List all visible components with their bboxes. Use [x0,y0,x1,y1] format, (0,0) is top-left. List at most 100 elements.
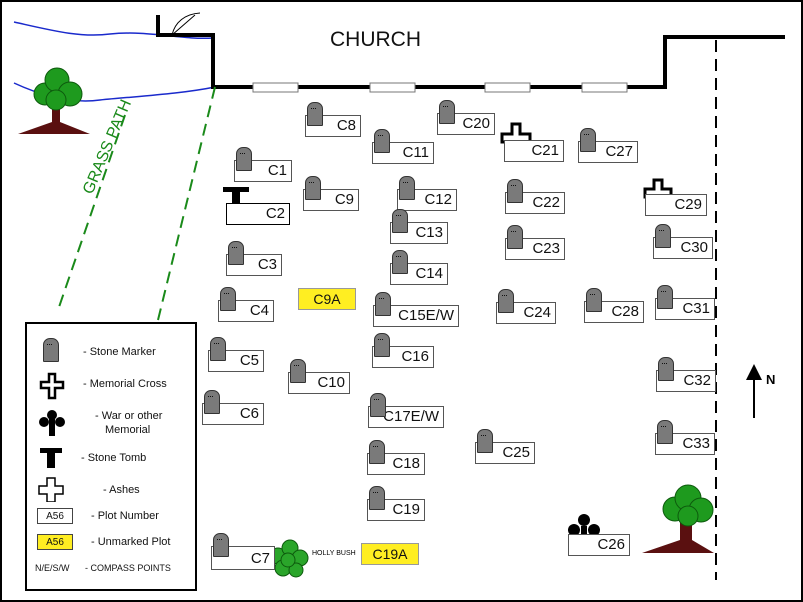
plot-label-c32: C32 [683,372,711,389]
legend-row-stone-tomb: - Stone Tomb [27,446,195,470]
stone-marker-icon [220,287,236,311]
legend-plot-number-text: - Plot Number [91,510,159,522]
tree-foliage-nw [33,67,83,111]
stone-marker-icon [657,420,673,444]
plot-label-c30: C30 [680,239,708,256]
plot-c17ew[interactable]: C17E/W [368,406,444,428]
stone-marker-icon [290,359,306,383]
legend-war-memorial-text-2: Memorial [105,424,151,436]
tree-trunk-se [642,520,714,553]
stone-marker-icon [213,533,229,557]
plot-c15ew[interactable]: C15E/W [373,305,459,327]
legend-war-memorial-text-1: - War or other [95,410,163,422]
plot-label-c23: C23 [532,240,560,257]
legend-row-unmarked-plot: A56 - Unmarked Plot [27,534,195,552]
church-label: CHURCH [330,28,421,51]
plot-c4[interactable]: C4 [218,300,274,322]
tree-trunk-nw [18,100,90,134]
plot-label-c16: C16 [401,348,429,365]
stone-marker-icon [399,176,415,200]
legend-stone-tomb-text: - Stone Tomb [81,452,147,464]
window-1 [252,82,299,93]
war-memorial-c26 [568,514,600,548]
legend-compass-text: - COMPASS POINTS [85,563,171,573]
legend: - Stone Marker - Memorial Cross - War or… [25,322,197,591]
stone-marker-icon [507,179,523,203]
plot-label-c10: C10 [317,374,345,391]
stone-marker-icon [307,102,323,126]
plot-label-c25: C25 [502,444,530,461]
plot-label-c6: C6 [239,405,259,422]
plot-label-c24: C24 [523,304,551,321]
plot-label-c7: C7 [250,550,270,567]
tree-foliage-se [662,484,714,527]
plot-label-c9: C9 [334,191,354,208]
legend-unmarked-plot-text: - Unmarked Plot [91,536,171,548]
stone-marker-icon [374,129,390,153]
stone-marker-icon [369,486,385,510]
plot-c9a[interactable]: C9A [298,288,356,310]
memorial-cross-icon [39,372,65,400]
holly-bush [269,539,309,578]
window-3 [484,82,531,93]
stone-marker-icon [370,393,386,417]
stone-marker-icon [392,250,408,274]
plot-c26[interactable]: C26 [568,534,630,556]
plot-label-c20: C20 [462,115,490,132]
plot-label-c11: C11 [402,144,429,161]
plot-c29[interactable]: C29 [645,194,707,216]
plot-label-c31: C31 [682,300,710,317]
plot-label-c28: C28 [611,303,639,320]
legend-row-stone-marker: - Stone Marker [27,336,195,364]
plot-label-c2: C2 [265,205,285,222]
holly-bush-label: HOLLY BUSH [312,550,356,557]
legend-ashes-text: - Ashes [103,484,140,496]
legend-stone-marker-icon [43,338,59,362]
legend-stone-marker-text: - Stone Marker [83,346,156,358]
plot-label-c13: C13 [415,224,443,241]
plot-c21[interactable]: C21 [504,140,564,162]
grass-path-edge-right [157,86,216,321]
window-4 [581,82,628,93]
grass-path-edge-left [57,114,126,311]
stone-marker-icon [392,209,408,233]
plot-label-c29: C29 [674,196,702,213]
plot-label-c9a: C9A [313,291,341,307]
legend-row-plot-number: A56 - Plot Number [27,508,195,526]
plot-label-c3: C3 [257,256,277,273]
plot-label-c27: C27 [605,143,633,160]
legend-row-ashes: - Ashes [27,476,195,502]
door-arc [171,12,201,36]
plot-label-c4: C4 [249,302,269,319]
legend-plot-number-sample: A56 [37,508,73,524]
stone-marker-icon [580,128,596,152]
stone-marker-icon [369,440,385,464]
plot-c2[interactable]: C2 [226,203,290,225]
war-memorial-icon [39,410,65,436]
stone-marker-icon [657,285,673,309]
plot-label-c21: C21 [531,142,559,159]
plot-label-c19a: C19A [372,546,408,562]
window-2 [369,82,416,93]
legend-row-war-memorial: - War or other Memorial [27,406,195,440]
legend-compass-sample: N/E/S/W [35,563,70,573]
stone-marker-icon [655,224,671,248]
church-wall [156,15,785,89]
door-leaf [171,14,196,36]
plot-label-c26: C26 [597,536,625,553]
stone-marker-icon [439,100,455,124]
plot-c19a[interactable]: C19A [361,543,419,565]
ashes-icon [38,477,64,502]
legend-memorial-cross-text: - Memorial Cross [83,378,167,390]
stone-marker-icon [375,292,391,316]
legend-row-memorial-cross: - Memorial Cross [27,372,195,400]
stone-tomb-icon [40,448,62,468]
plot-label-c15ew: C15E/W [398,307,454,324]
stone-marker-icon [586,288,602,312]
stone-marker-icon [498,289,514,313]
legend-row-compass: N/E/S/W - COMPASS POINTS [27,562,195,578]
plot-label-c1: C1 [267,162,287,179]
stone-marker-icon [236,147,252,171]
